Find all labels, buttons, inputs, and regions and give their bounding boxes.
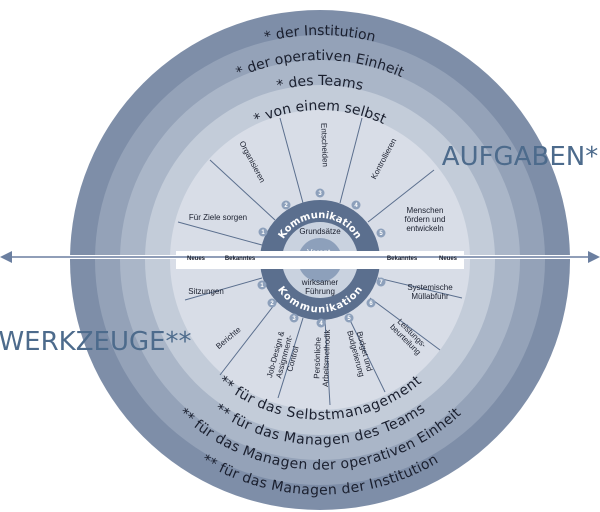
svg-text:3: 3 <box>292 316 296 322</box>
segment-entscheiden: Entscheiden <box>319 123 330 167</box>
band-left-new: Neues <box>187 256 206 262</box>
svg-text:1: 1 <box>261 230 265 236</box>
svg-text:Arbeitsmethodik: Arbeitsmethodik <box>321 328 332 387</box>
svg-text:Verant-: Verant- <box>307 248 333 257</box>
svg-text:Müllabfuhr: Müllabfuhr <box>411 292 449 301</box>
svg-text:Führung: Führung <box>305 287 335 296</box>
grundsaetze-label: Grundsätze <box>299 227 341 236</box>
svg-text:5: 5 <box>379 231 383 237</box>
aufgaben-label: AUFGABEN* <box>442 142 598 172</box>
svg-text:entwickeln: entwickeln <box>406 224 443 233</box>
svg-text:5: 5 <box>347 316 351 322</box>
arrow-left-icon <box>0 251 12 263</box>
band-right-known: Bekanntes <box>387 256 418 262</box>
svg-text:wirksamer: wirksamer <box>301 278 339 287</box>
verantwortung-label: Verant- wortung <box>305 248 334 266</box>
segment-dividers <box>177 117 463 406</box>
svg-text:1: 1 <box>260 283 264 289</box>
svg-text:Systemische: Systemische <box>407 283 453 292</box>
svg-text:4: 4 <box>319 321 323 327</box>
band-right-new: Neues <box>439 256 458 262</box>
svg-text:wortung: wortung <box>305 257 334 266</box>
svg-text:4: 4 <box>354 203 358 209</box>
number-badges: 1 2 3 4 5 1 2 3 4 5 6 7 <box>257 188 386 328</box>
svg-text:7: 7 <box>379 280 383 286</box>
segment-sitzungen: Sitzungen <box>188 287 224 296</box>
svg-text:3: 3 <box>318 191 322 197</box>
svg-text:fördern und: fördern und <box>405 215 446 224</box>
ring-top-text-1: * der Institution <box>263 23 377 46</box>
svg-text:2: 2 <box>270 301 274 307</box>
band-left-known: Bekanntes <box>225 256 256 262</box>
segment-muellabfuhr: Systemische Müllabfuhr <box>407 283 453 301</box>
fuehrung-label: wirksamer Führung <box>301 278 339 296</box>
svg-text:6: 6 <box>369 301 373 307</box>
svg-text:Persönliche: Persönliche <box>312 336 322 379</box>
segment-arbeitsmethodik: Persönliche Arbeitsmethodik <box>312 328 332 387</box>
svg-text:2: 2 <box>284 203 288 209</box>
svg-text:Menschen: Menschen <box>407 206 444 215</box>
segment-menschen: Menschen fördern und entwickeln <box>405 206 446 233</box>
werkzeuge-label: WERKZEUGE** <box>0 327 192 357</box>
segment-ziele: Für Ziele sorgen <box>189 213 247 222</box>
arrow-right-icon <box>588 251 600 263</box>
